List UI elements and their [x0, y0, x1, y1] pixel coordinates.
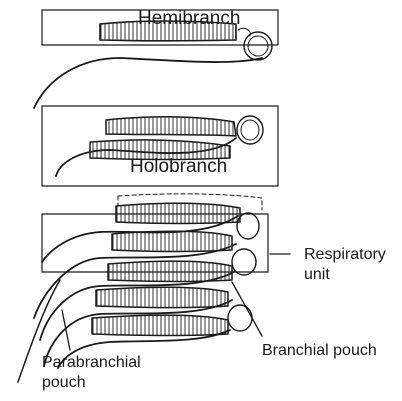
respiratory-unit-label-line2: unit: [304, 266, 330, 284]
arch-ring-2: [232, 249, 256, 275]
filament-row-3: [108, 261, 232, 281]
filament-row-2: [112, 231, 232, 251]
filament-row-5: [92, 315, 228, 335]
arch-ring-1: [237, 213, 259, 239]
filament-row-4: [96, 287, 228, 307]
filament-row-1: [116, 203, 240, 223]
respiratory-unit-label-line1: Respiratory: [304, 246, 386, 264]
branchial-pouch-label: Branchial pouch: [262, 342, 377, 360]
parabranchial-pouch-label-line2: pouch: [42, 374, 86, 392]
holobranch-upper-filament: [106, 117, 236, 136]
parabranchial-pouch-label-line1: Parabranchial: [42, 354, 141, 372]
hemibranch-gill-ray: [34, 58, 262, 108]
hemibranch-label: Hemibranch: [138, 8, 240, 30]
holobranch-label: Holobranch: [130, 156, 227, 178]
arch-ring-3: [228, 305, 252, 331]
